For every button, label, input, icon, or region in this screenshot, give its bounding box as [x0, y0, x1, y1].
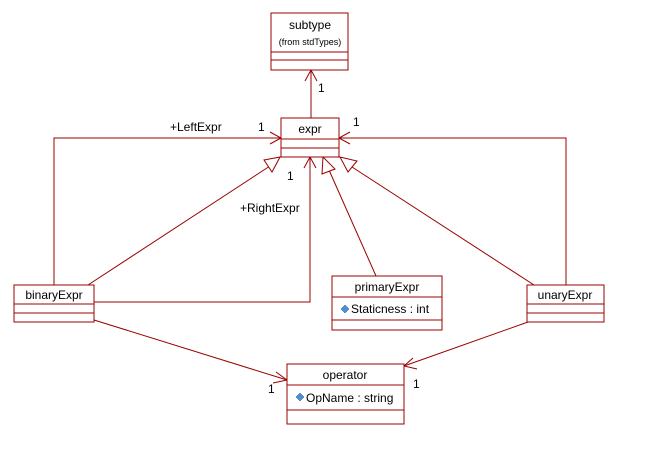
generalization-triangle-unary — [339, 156, 358, 173]
connectors — [53, 68, 567, 384]
class-binaryexpr: binaryExpr — [13, 284, 95, 323]
multiplicity-expr-top-right: 1 — [353, 115, 360, 129]
multiplicity-expr-bottom: 1 — [287, 169, 294, 183]
class-expr-name: expr — [298, 122, 321, 136]
class-operator: operator OpName : string — [286, 363, 405, 425]
generalization-triangle-binary — [263, 156, 281, 173]
class-subtype-stereotype: (from stdTypes) — [279, 37, 342, 47]
primaryexpr-attribute: Staticness : int — [351, 302, 430, 316]
class-subtype: subtype (from stdTypes) — [270, 12, 349, 71]
multiplicity-operator-right: 1 — [413, 377, 420, 391]
association-unary-operator — [403, 321, 529, 367]
association-unary-expr — [339, 137, 567, 285]
operator-attribute: OpName : string — [306, 391, 393, 405]
multiplicity-expr-left: 1 — [258, 120, 265, 134]
edge-labels: +LeftExpr +RightExpr 1 1 1 1 1 1 — [170, 81, 420, 396]
class-primaryexpr: primaryExpr Staticness : int — [331, 275, 443, 331]
class-operator-name: operator — [323, 368, 368, 382]
class-unaryexpr: unaryExpr — [526, 284, 605, 323]
generalization-triangle-primary — [321, 155, 336, 175]
class-unaryexpr-name: unaryExpr — [538, 288, 593, 302]
role-left-expr: +LeftExpr — [170, 120, 222, 134]
association-binary-operator — [93, 319, 288, 381]
generalization-binary — [87, 165, 271, 286]
role-right-expr: +RightExpr — [240, 201, 300, 215]
class-expr: expr — [280, 117, 340, 158]
multiplicity-operator-left: 1 — [268, 382, 275, 396]
generalization-unary — [351, 166, 535, 286]
association-right-expr — [94, 157, 311, 303]
association-left-expr — [53, 137, 281, 285]
generalization-primary — [328, 169, 377, 277]
diamond-icon — [295, 392, 305, 402]
diamond-icon — [340, 304, 350, 314]
class-primaryexpr-name: primaryExpr — [355, 280, 420, 294]
class-subtype-name: subtype — [289, 18, 331, 32]
class-binaryexpr-name: binaryExpr — [25, 288, 82, 302]
multiplicity-subtype: 1 — [318, 81, 325, 95]
